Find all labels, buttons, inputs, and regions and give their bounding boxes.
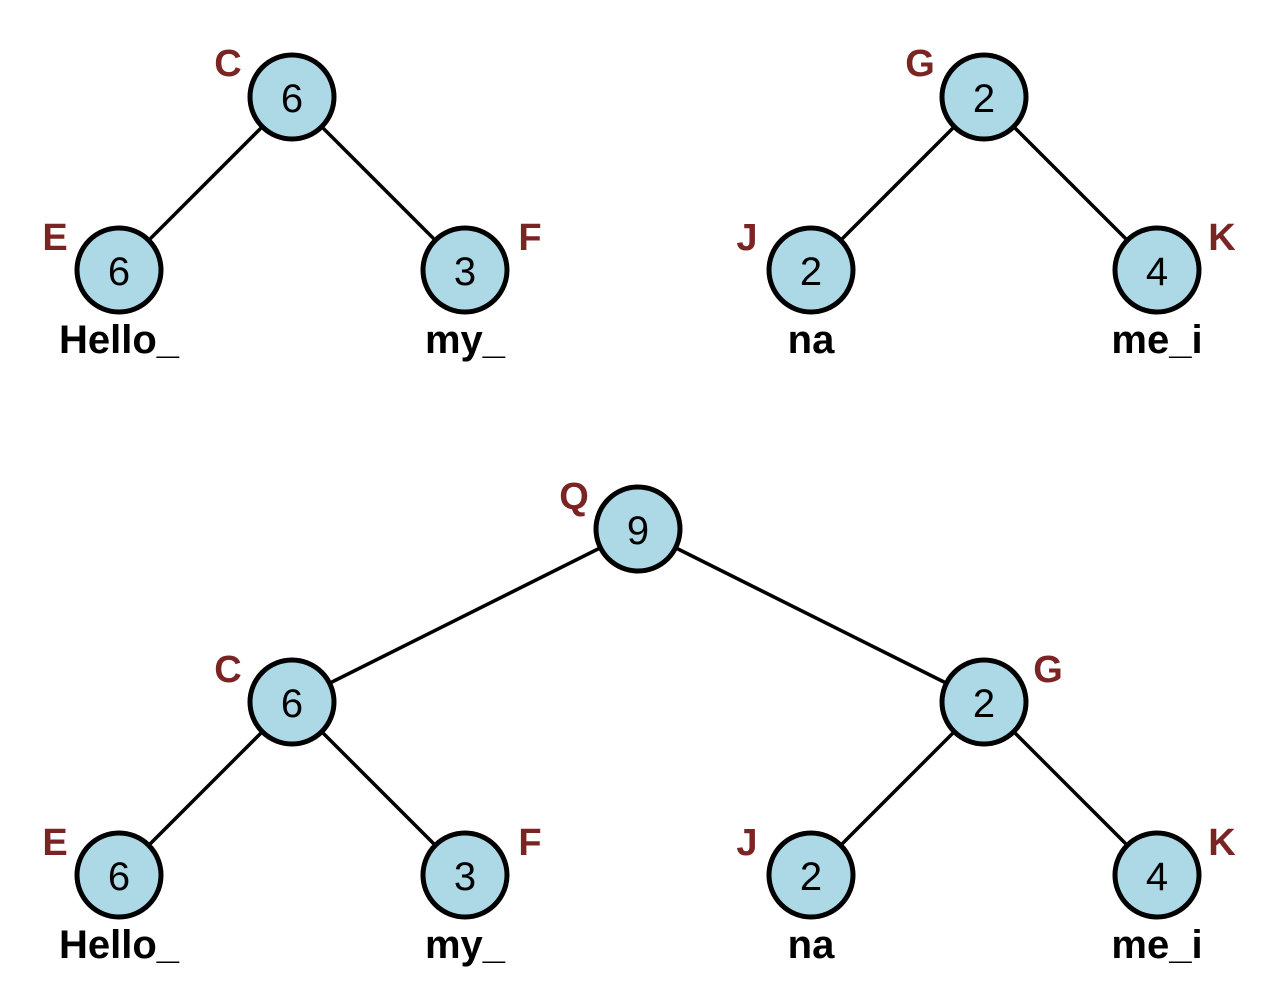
node-e-bottom-tag: E (42, 822, 67, 864)
node-q-circle (593, 484, 683, 574)
edge-q-g (637, 527, 985, 704)
node-f: 3 F my_ (420, 217, 542, 362)
node-j-bottom-circle (766, 830, 856, 920)
node-g-bottom-value: 2 (973, 682, 995, 726)
edge-q-c (291, 527, 639, 704)
node-e-tag: E (42, 217, 67, 259)
leaf-e-text: Hello_ (59, 318, 180, 362)
node-g-tag: G (905, 43, 935, 85)
node-c-bottom-tag: C (214, 649, 241, 691)
node-f-bottom-circle (420, 830, 510, 920)
node-j-bottom: 2 J na (736, 822, 856, 967)
leaf-j-text: na (788, 318, 835, 362)
node-g-bottom: 2 G (939, 649, 1063, 747)
node-g: 2 G (905, 43, 1029, 142)
node-f-bottom-value: 3 (454, 855, 476, 899)
node-j-bottom-value: 2 (800, 855, 822, 899)
leaf-k-text: me_i (1111, 318, 1202, 362)
node-q-tag: Q (559, 476, 589, 518)
leaf-e-bottom-text: Hello_ (59, 923, 180, 967)
node-k-value: 4 (1146, 250, 1168, 294)
node-c-value: 6 (281, 77, 303, 121)
node-k-bottom-tag: K (1208, 822, 1236, 864)
node-j-circle (766, 225, 856, 315)
node-k: 4 K me_i (1111, 217, 1236, 362)
node-f-value: 3 (454, 250, 476, 294)
tree-q-bottom: 9 Q 6 C 2 G 6 E Hello_ 3 F my_ 2 (42, 476, 1236, 967)
node-k-bottom-circle (1112, 830, 1202, 920)
tree-c-top: 6 C 6 E Hello_ 3 F my_ (42, 43, 541, 362)
node-g-bottom-tag: G (1033, 649, 1063, 691)
node-j-tag: J (736, 217, 757, 259)
node-k-tag: K (1208, 217, 1236, 259)
node-k-bottom: 4 K me_i (1111, 822, 1236, 967)
node-f-bottom-tag: F (518, 822, 541, 864)
node-g-circle (939, 52, 1029, 142)
node-c: 6 C (214, 43, 337, 142)
node-k-circle (1112, 225, 1202, 315)
node-e-value: 6 (108, 250, 130, 294)
node-e-circle (74, 225, 164, 315)
node-j-bottom-tag: J (736, 822, 757, 864)
node-k-bottom-value: 4 (1146, 855, 1168, 899)
leaf-j-bottom-text: na (788, 923, 835, 967)
node-e: 6 E Hello_ (42, 217, 179, 362)
node-j-value: 2 (800, 250, 822, 294)
node-c-circle (247, 52, 337, 142)
node-c-tag: C (214, 43, 241, 85)
node-f-tag: F (518, 217, 541, 259)
node-e-bottom-circle (74, 830, 164, 920)
node-c-bottom-circle (247, 657, 337, 747)
node-e-bottom: 6 E Hello_ (42, 822, 179, 967)
node-j: 2 J na (736, 217, 856, 362)
leaf-k-bottom-text: me_i (1111, 923, 1202, 967)
node-c-bottom: 6 C (214, 649, 337, 747)
leaf-f-bottom-text: my_ (425, 923, 506, 967)
node-q-value: 9 (627, 509, 649, 553)
node-g-bottom-circle (939, 657, 1029, 747)
leaf-f-text: my_ (425, 318, 506, 362)
node-f-bottom: 3 F my_ (420, 822, 542, 967)
node-g-value: 2 (973, 77, 995, 121)
node-f-circle (420, 225, 510, 315)
node-q: 9 Q (559, 476, 683, 574)
node-e-bottom-value: 6 (108, 855, 130, 899)
tree-g-top: 2 G 2 J na 4 K me_i (736, 43, 1236, 362)
node-c-bottom-value: 6 (281, 682, 303, 726)
